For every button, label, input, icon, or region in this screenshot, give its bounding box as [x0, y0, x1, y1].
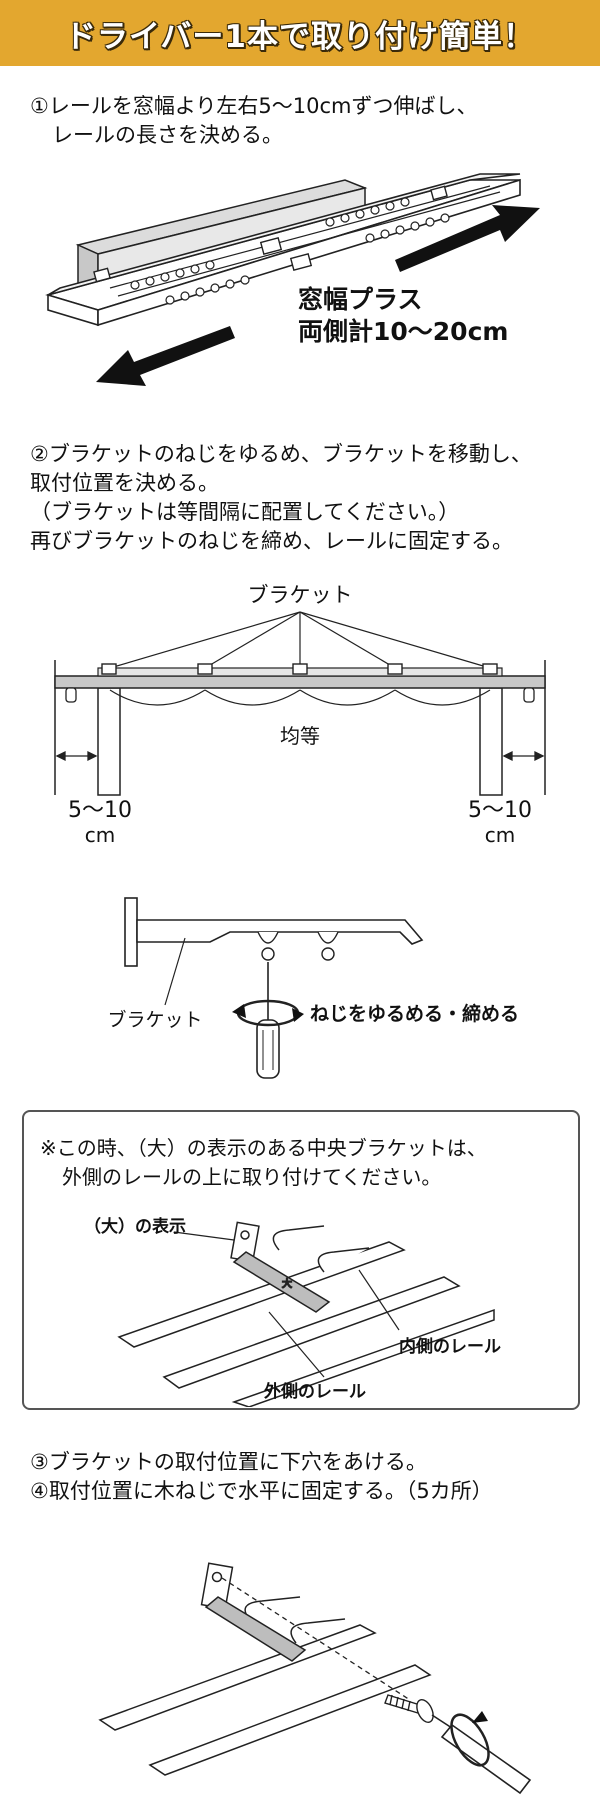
step2-line3: （ブラケットは等間隔に配置してください。）	[30, 500, 460, 524]
bracket-5	[482, 663, 498, 675]
screw-label: ねじをゆるめる・締める	[310, 1002, 519, 1025]
arrow-right-icon	[395, 205, 540, 272]
step1-line1: ①レールを窓幅より左右5〜10cmずつ伸ばし、	[30, 94, 478, 118]
rail-inner-lines	[109, 185, 501, 297]
rails-perspective-2	[98, 1596, 432, 1776]
page-title: ドライバー1本で取り付け簡単！	[65, 18, 535, 55]
extend-arrows	[96, 205, 540, 386]
screwdriver-icon-2	[431, 1714, 532, 1795]
arrow-left-icon	[96, 326, 235, 386]
step3-line1: ③ブラケットの取付位置に下穴をあける。	[30, 1450, 427, 1474]
outer-rail-label: 外側のレール	[264, 1381, 366, 1402]
bracket-label-2: ブラケット	[107, 1008, 202, 1031]
screw-path-line	[221, 1577, 411, 1701]
note-line1: ※この時、（大）の表示のある中央ブラケットは、	[40, 1136, 487, 1160]
callout-line1: 窓幅プラス	[298, 285, 423, 314]
equal-label: 均等	[280, 724, 320, 748]
right-dim: 5〜10	[468, 798, 532, 823]
rails-perspective	[117, 1225, 495, 1407]
inner-rail-label: 内側のレール	[399, 1336, 501, 1357]
rail-runners	[130, 197, 450, 305]
brackets	[101, 663, 498, 675]
bracket-leader	[164, 937, 186, 1006]
bracket-arm	[136, 919, 424, 945]
note-text: ※この時、（大）の表示のある中央ブラケットは、 外側のレールの上に取り付けてくだ…	[40, 1134, 565, 1192]
step2-text: ②ブラケットのねじをゆるめ、ブラケットを移動し、 取付位置を決める。 （ブラケッ…	[30, 440, 575, 556]
rail-extension-diagram: 窓幅プラス 両側計10〜20cm	[45, 173, 540, 386]
left-dim: 5〜10	[68, 798, 132, 823]
bracket-runners	[257, 931, 339, 961]
bracket-3	[292, 663, 308, 675]
bracket-screw-diagram: ブラケット ねじをゆるめる・締める	[107, 897, 519, 1079]
rotate-arrow-icon	[232, 999, 304, 1027]
step2-line1: ②ブラケットのねじをゆるめ、ブラケットを移動し、	[30, 442, 532, 466]
bracket-spacing-diagram: ブラケット 均等	[54, 583, 546, 847]
left-unit: cm	[85, 823, 115, 847]
equal-arcs	[109, 689, 491, 706]
rail-brackets	[93, 185, 448, 283]
step3-line2: ④取付位置に木ねじで水平に固定する。（5カ所）	[30, 1479, 493, 1503]
bracket-1	[101, 663, 117, 675]
center-bracket: 大	[230, 1221, 331, 1313]
step1-line2: レールの長さを決める。	[52, 123, 283, 147]
step1-text: ①レールを窓幅より左右5〜10cmずつ伸ばし、 レールの長さを決める。	[30, 92, 575, 150]
window-opening	[97, 687, 503, 796]
note-box: ※この時、（大）の表示のある中央ブラケットは、 外側のレールの上に取り付けてくだ…	[22, 1110, 580, 1410]
right-unit: cm	[485, 823, 515, 847]
dimension-arrows	[55, 750, 545, 762]
step2-line2: 取付位置を決める。	[30, 471, 219, 495]
note-line2: 外側のレールの上に取り付けてください。	[62, 1165, 442, 1189]
center-bracket-diagram: 大 （大）の表示 内側のレール 外側のレール	[84, 1216, 501, 1407]
wall-plate	[124, 897, 138, 967]
bracket-leaders	[109, 611, 491, 669]
screw-fixing-diagram	[98, 1562, 532, 1795]
mark-char: 大	[282, 1277, 292, 1290]
screwdriver-icon	[256, 962, 280, 1079]
bracket-4	[387, 663, 403, 675]
callout-line2: 両側計10〜20cm	[298, 317, 508, 346]
rotate-arrow-icon-2	[450, 1711, 490, 1767]
mount-holes	[65, 687, 535, 703]
step3-text: ③ブラケットの取付位置に下穴をあける。 ④取付位置に木ねじで水平に固定する。（5…	[30, 1448, 575, 1506]
bracket-label: ブラケット	[248, 583, 353, 607]
wall-bracket	[200, 1562, 307, 1662]
wood-screw-icon	[384, 1694, 434, 1723]
step2-line4: 再びブラケットのねじを締め、レールに固定する。	[30, 529, 513, 553]
header-banner: ドライバー1本で取り付け簡単！	[0, 0, 600, 66]
mark-label: （大）の表示	[84, 1216, 186, 1237]
label-leaders	[173, 1231, 400, 1378]
bracket-2	[197, 663, 213, 675]
